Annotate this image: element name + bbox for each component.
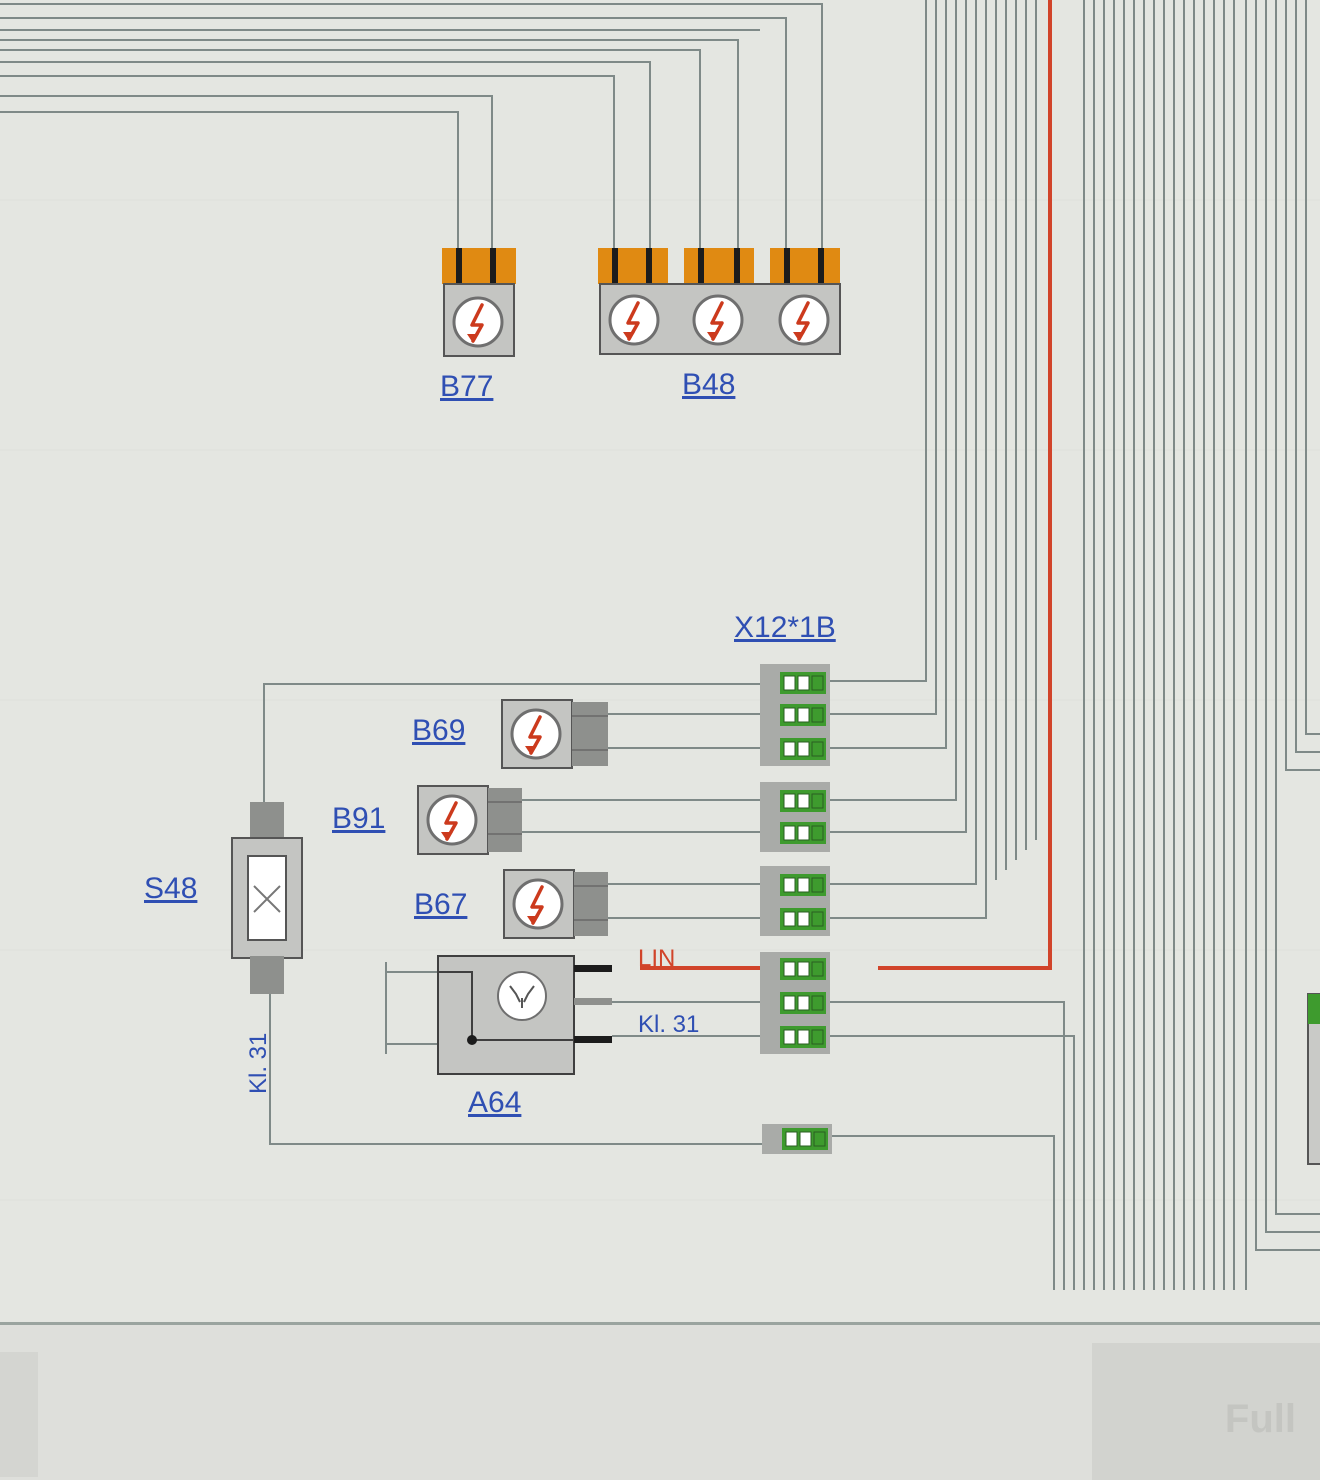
sensor-icon: [608, 294, 660, 346]
label-b67[interactable]: B67: [414, 888, 467, 921]
component-b77[interactable]: [442, 248, 516, 357]
component-b91[interactable]: [417, 785, 522, 855]
top-wire-bundle: [0, 3, 823, 252]
component-b69[interactable]: [501, 699, 608, 769]
label-b91[interactable]: B91: [332, 802, 385, 835]
component-b67[interactable]: [503, 869, 608, 939]
sensor-icon: [426, 794, 478, 846]
offscreen-component-edge: [1307, 993, 1320, 1165]
label-b77[interactable]: B77: [440, 370, 493, 403]
lin-wire: [640, 0, 1052, 970]
sensor-icon: [692, 294, 744, 346]
sensor-to-connector-wires: [263, 683, 764, 1145]
label-lin: LIN: [638, 945, 675, 972]
label-x12[interactable]: X12*1B: [734, 611, 836, 644]
label-s48[interactable]: S48: [144, 872, 197, 905]
status-bar: Full: [0, 1322, 1320, 1480]
component-a64[interactable]: [385, 955, 612, 1075]
label-kl31-a64: Kl. 31: [638, 1011, 699, 1038]
sensor-icon: [512, 878, 564, 930]
background-grid: [0, 199, 1320, 1201]
label-a64[interactable]: A64: [468, 1086, 521, 1119]
component-s48[interactable]: [231, 802, 303, 994]
sensor-icon: [778, 294, 830, 346]
component-b48[interactable]: [598, 248, 841, 355]
full-view-label: Full: [1224, 1397, 1296, 1441]
label-kl31-s48: Kl. 31: [245, 1033, 272, 1094]
label-b48[interactable]: B48: [682, 368, 735, 401]
full-view-button[interactable]: Full: [1092, 1343, 1320, 1480]
connector-x12[interactable]: [759, 664, 833, 1155]
label-b69[interactable]: B69: [412, 714, 465, 747]
sensor-icon: [510, 708, 562, 760]
right-wire-bundle: [830, 0, 1320, 1290]
left-panel-tab[interactable]: [0, 1352, 38, 1477]
a64-symbol-icon: [497, 971, 547, 1021]
sensor-icon: [452, 296, 504, 348]
